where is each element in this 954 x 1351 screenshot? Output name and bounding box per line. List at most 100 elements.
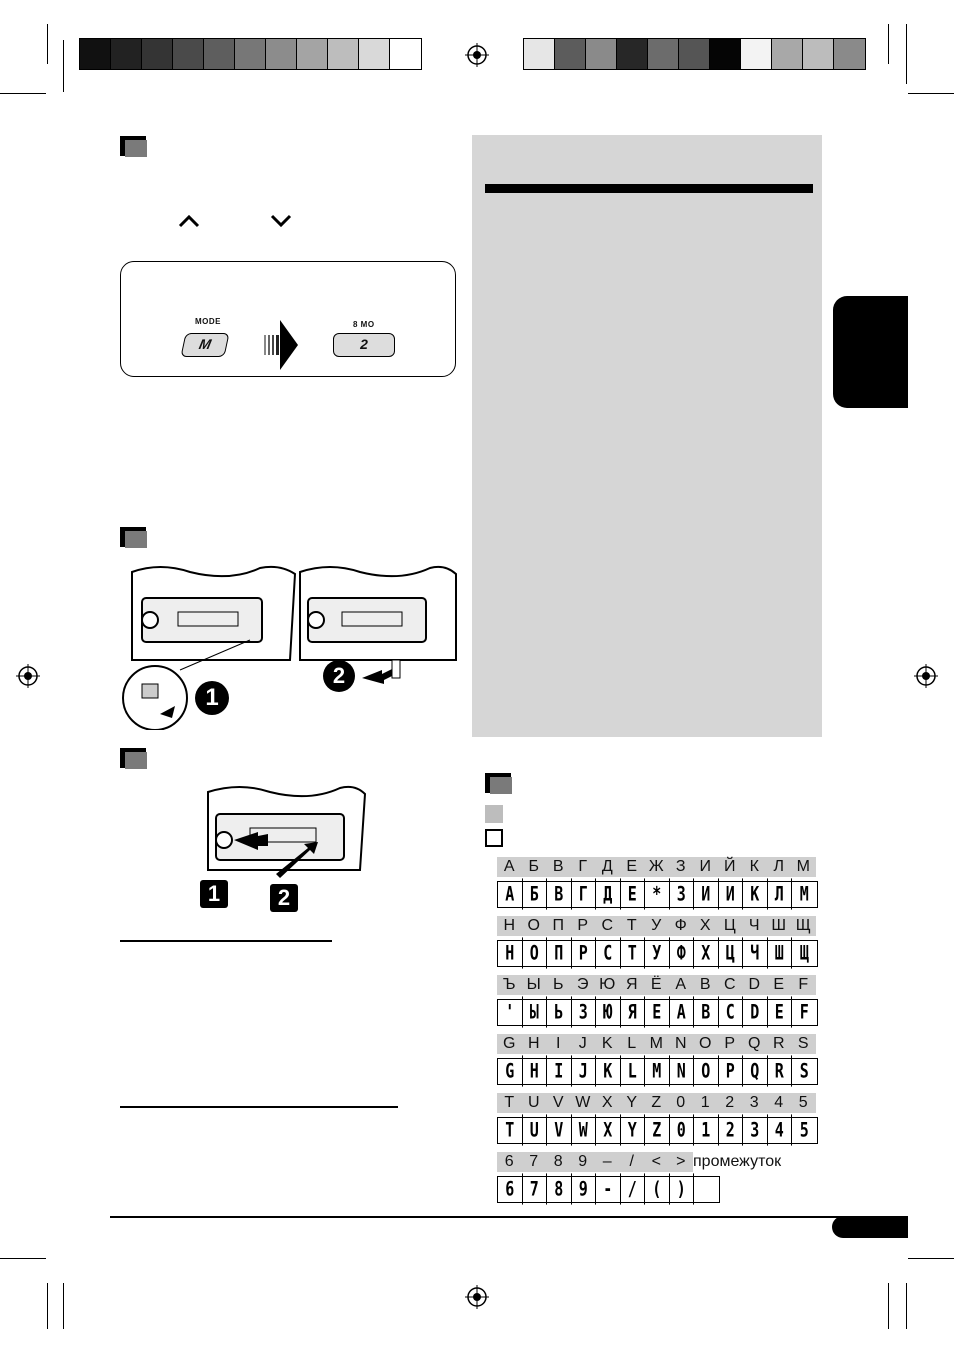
color-swatch <box>679 39 710 69</box>
crop-mark <box>908 93 954 94</box>
display-cell: A <box>498 878 523 910</box>
color-swatch <box>710 39 741 69</box>
color-strip-right <box>523 38 866 70</box>
display-cell: B <box>547 878 572 910</box>
color-swatch <box>204 39 235 69</box>
step-two-badge: 2 <box>323 660 355 692</box>
crop-mark <box>908 1258 954 1259</box>
display-cell <box>694 1173 719 1204</box>
color-swatch <box>834 39 865 69</box>
display-cell: ( <box>645 1173 670 1205</box>
char-cell: W <box>570 1093 595 1113</box>
display-cell: C <box>719 996 743 1028</box>
display-cell: З <box>670 878 694 910</box>
char-cell: C <box>717 975 742 995</box>
display-cell: Y <box>621 1114 645 1146</box>
color-swatch <box>390 39 421 69</box>
char-cell: I <box>546 1034 571 1054</box>
chevron-up-icon <box>178 214 200 228</box>
display-cell: 9 <box>572 1173 596 1205</box>
registration-mark-icon <box>914 664 938 688</box>
char-cell: 9 <box>570 1152 595 1172</box>
color-swatch <box>586 39 617 69</box>
display-cell: З <box>572 996 596 1028</box>
crop-mark <box>47 1283 48 1329</box>
char-cell: 2 <box>717 1093 742 1113</box>
legend-swatch-white <box>485 829 503 847</box>
display-cell: У <box>645 937 670 969</box>
char-cell: Т <box>619 916 644 936</box>
char-cell: Q <box>742 1034 767 1054</box>
registration-mark-icon <box>465 43 489 67</box>
display-cell: 0 <box>670 1114 694 1146</box>
display-cell: C <box>596 937 621 969</box>
crop-mark <box>888 24 889 64</box>
display-cell: B <box>694 996 719 1028</box>
color-swatch <box>772 39 803 69</box>
panel-heading-bar <box>485 184 813 193</box>
color-swatch <box>80 39 111 69</box>
display-cell: D <box>743 996 768 1028</box>
detach-panel-illustration <box>122 565 457 730</box>
section-marker <box>120 136 147 157</box>
registration-mark-icon <box>465 1285 489 1309</box>
char-cell: M <box>644 1034 669 1054</box>
display-cell: / <box>621 1173 645 1205</box>
display-cell: Л <box>768 878 792 910</box>
crop-mark <box>0 93 46 94</box>
char-cell: Е <box>619 857 644 877</box>
display-cell: F <box>799 1000 809 1024</box>
display-cell: S <box>799 1059 809 1083</box>
char-cell: 3 <box>742 1093 767 1113</box>
display-cell: Ю <box>596 996 621 1028</box>
mode-button[interactable]: M <box>180 333 230 357</box>
display-cell: 6 <box>498 1173 523 1205</box>
display-cell: T <box>498 1114 523 1146</box>
display-cell: Z <box>645 1114 670 1146</box>
display-cell: Щ <box>799 941 809 965</box>
char-cell: Э <box>570 975 595 995</box>
display-cell: 1 <box>694 1114 719 1146</box>
preset-label: 8 MO <box>353 320 375 329</box>
preset-2-button[interactable]: 2 <box>333 333 395 357</box>
char-cell: Ч <box>742 916 767 936</box>
char-cell: T <box>497 1093 522 1113</box>
display-cell: K <box>743 878 768 910</box>
char-cell: Ы <box>521 975 546 995</box>
heading-rule <box>120 940 332 942</box>
char-cell: G <box>497 1034 522 1054</box>
crop-mark <box>63 1283 64 1329</box>
char-cell: E <box>766 975 791 995</box>
char-cell: 7 <box>521 1152 546 1172</box>
color-swatch <box>803 39 834 69</box>
char-cell: R <box>766 1034 791 1054</box>
char-cell: П <box>546 916 571 936</box>
crop-mark <box>906 1283 907 1329</box>
char-cell: Й <box>717 857 742 877</box>
char-cell: D <box>742 975 767 995</box>
char-cell: – <box>595 1152 620 1172</box>
display-cell: Ц <box>719 937 743 969</box>
display-cell: ) <box>670 1173 694 1205</box>
display-cell: 3 <box>743 1114 768 1146</box>
char-cell: Ф <box>668 916 693 936</box>
char-cell: 0 <box>668 1093 693 1113</box>
heading-rule <box>120 1106 398 1108</box>
display-cell: T <box>621 937 645 969</box>
char-cell: O <box>693 1034 718 1054</box>
char-cell: Ю <box>595 975 620 995</box>
display-cell: P <box>572 937 596 969</box>
char-cell: Z <box>644 1093 669 1113</box>
display-cell: K <box>596 1055 621 1087</box>
char-cell: 6 <box>497 1152 522 1172</box>
crop-mark <box>63 40 64 92</box>
char-cell: Ж <box>644 857 669 877</box>
display-cell: Ы <box>523 996 547 1028</box>
display-cell: 7 <box>523 1173 547 1205</box>
display-cell: N <box>670 1055 694 1087</box>
color-swatch <box>111 39 142 69</box>
display-cell: ' <box>498 996 523 1028</box>
